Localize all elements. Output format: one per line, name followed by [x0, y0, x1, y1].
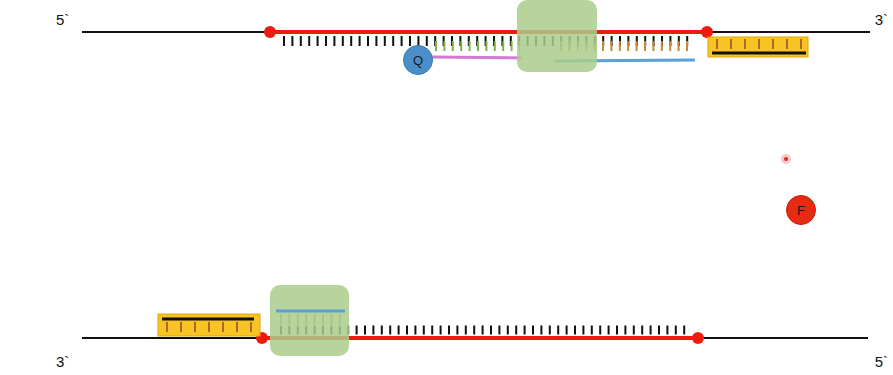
dye-letter: Q [413, 54, 423, 67]
probe-dye-circle: Q [403, 45, 433, 75]
strand-end-label: 5` [875, 354, 888, 369]
primer-ticks [716, 39, 804, 49]
strand-end [264, 26, 276, 38]
glow [781, 154, 791, 164]
template-strand [82, 337, 868, 339]
primer-ticks [166, 322, 252, 332]
probe-dye-circle: F [786, 195, 816, 225]
new-strand [270, 30, 707, 34]
polymerase [270, 285, 349, 356]
circle-shape [404, 46, 433, 75]
primer-line [162, 318, 254, 321]
primer-box [158, 314, 260, 336]
primer-box [708, 37, 808, 57]
circle-shape [787, 196, 816, 225]
glow-dot [784, 157, 788, 161]
probe-ticks [435, 41, 520, 51]
strand-end-label: 5` [56, 12, 69, 27]
strand-end [701, 26, 713, 38]
probe-fragment [432, 57, 522, 58]
strand-end-label: 3` [875, 12, 888, 27]
base-ticks [283, 36, 692, 46]
primer-strand [276, 310, 345, 313]
dye-letter: F [797, 204, 805, 217]
template-strand [82, 31, 870, 33]
strand-end-label: 3` [56, 354, 69, 369]
strand-end [692, 332, 704, 344]
polymerase [517, 0, 597, 72]
primer-line [712, 52, 806, 55]
